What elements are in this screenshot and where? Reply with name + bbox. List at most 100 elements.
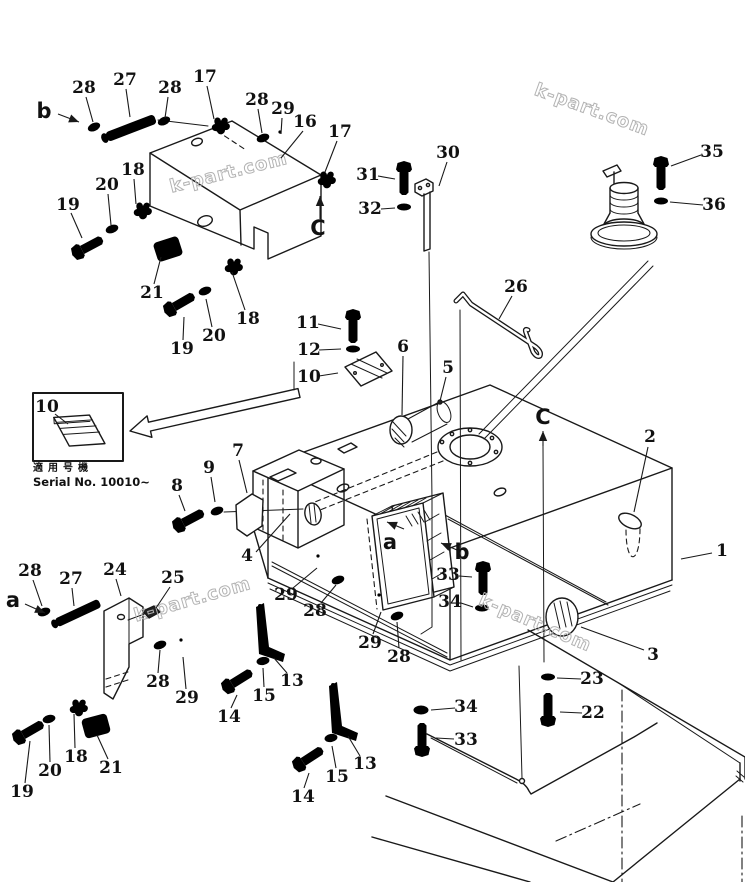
callout-leader-2 (633, 446, 649, 513)
callout-leader-34 (430, 707, 456, 711)
callout-leader-28 (85, 96, 94, 123)
callout-leader-15 (331, 745, 337, 769)
callout-17: 17 (328, 122, 352, 142)
callout-15: 15 (252, 686, 276, 706)
callout-23: 23 (580, 669, 604, 689)
diagram-line-art (9, 114, 745, 882)
callout-leader-23 (556, 677, 582, 680)
callout-leader-14 (230, 694, 238, 709)
callout-27: 27 (113, 70, 137, 90)
callout-leader-19 (24, 740, 31, 784)
callout-leader-17 (206, 85, 215, 120)
machine-deck (371, 629, 745, 882)
callout-19: 19 (56, 195, 80, 215)
callout-leader-20 (205, 298, 213, 328)
callout-28: 28 (158, 78, 182, 98)
callout-leader-28 (396, 621, 400, 649)
callout-15: 15 (325, 767, 349, 787)
callout-17: 17 (193, 67, 217, 87)
callout-leader-27 (71, 587, 75, 607)
callout-leader-29 (182, 656, 187, 690)
section-label-b: b (36, 99, 51, 123)
callout-leader-11 (317, 323, 342, 330)
callout-leader-19 (70, 212, 83, 239)
callout-14: 14 (291, 787, 315, 807)
callout-leader-10 (54, 413, 69, 425)
filler-strainer (590, 156, 669, 250)
callout-leader-6 (401, 355, 404, 416)
callout-leader-15 (262, 667, 265, 688)
callout-28: 28 (18, 561, 42, 581)
bracket-24-assembly (9, 597, 185, 748)
section-arrowhead-a (34, 605, 45, 613)
callout-12: 12 (297, 340, 321, 360)
callout-leader-5 (439, 376, 447, 402)
callout-20: 20 (38, 761, 62, 781)
callout-leader-29 (292, 567, 318, 589)
callout-21: 21 (140, 283, 164, 303)
callout-leader-28 (164, 96, 169, 119)
callout-19: 19 (10, 782, 34, 802)
callout-28: 28 (245, 90, 269, 110)
callout-13: 13 (280, 671, 304, 691)
callout-32: 32 (358, 199, 382, 219)
callout-31: 31 (356, 165, 380, 185)
callout-leader-12 (318, 348, 342, 351)
callout-4: 4 (241, 546, 253, 566)
section-arrowhead-a (387, 521, 398, 530)
callout-leader-33 (435, 737, 455, 740)
callout-leader-27 (125, 88, 131, 118)
callout-26: 26 (504, 277, 528, 297)
watermark-text: k-part.com (132, 573, 254, 626)
callout-18: 18 (236, 309, 260, 329)
callout-34: 34 (454, 697, 478, 717)
callout-11: 11 (296, 313, 320, 333)
bracket-30 (396, 161, 434, 252)
serial-box (32, 392, 124, 462)
callout-28: 28 (146, 672, 170, 692)
callout-leader-3 (580, 626, 645, 651)
callout-20: 20 (95, 175, 119, 195)
callout-leader-21 (153, 256, 162, 285)
callout-7: 7 (232, 441, 244, 461)
callout-35: 35 (700, 142, 724, 162)
callout-33: 33 (436, 565, 460, 585)
callout-leader-14 (303, 772, 310, 789)
callout-18: 18 (64, 747, 88, 767)
callout-16: 16 (293, 112, 317, 132)
callout-leader-8 (178, 494, 186, 512)
callout-28: 28 (303, 601, 327, 621)
callout-leader-34 (460, 602, 474, 608)
callout-leader-28 (257, 108, 263, 134)
callout-29: 29 (274, 585, 298, 605)
serial-note-jp: 適用号機 (33, 463, 93, 474)
callout-36: 36 (702, 195, 726, 215)
callout-29: 29 (271, 99, 295, 119)
callout-leader-28 (32, 579, 43, 607)
callout-leader-10 (318, 372, 339, 377)
callout-21: 21 (99, 758, 123, 778)
callout-18: 18 (121, 160, 145, 180)
callout-10: 10 (297, 367, 321, 387)
callout-leader-29 (372, 611, 382, 635)
callout-leader-24 (115, 578, 122, 597)
callout-leader-4 (255, 513, 291, 553)
watermark-text: k-part.com (532, 79, 653, 140)
pointer-arrow (129, 361, 301, 438)
callout-leader-29 (280, 117, 283, 135)
callout-leader-18 (231, 271, 246, 311)
section-arrowhead-b (68, 114, 79, 123)
callout-leader-28 (157, 649, 161, 674)
callout-leader-31 (377, 175, 396, 180)
callout-leader-20 (107, 193, 112, 226)
callout-14: 14 (217, 707, 241, 727)
section-label-a: a (383, 530, 397, 554)
section-label-a: a (6, 588, 20, 612)
callout-10: 10 (35, 397, 59, 417)
callout-24: 24 (103, 560, 127, 580)
callout-28: 28 (72, 78, 96, 98)
callout-2: 2 (644, 427, 656, 447)
callout-6: 6 (397, 337, 409, 357)
